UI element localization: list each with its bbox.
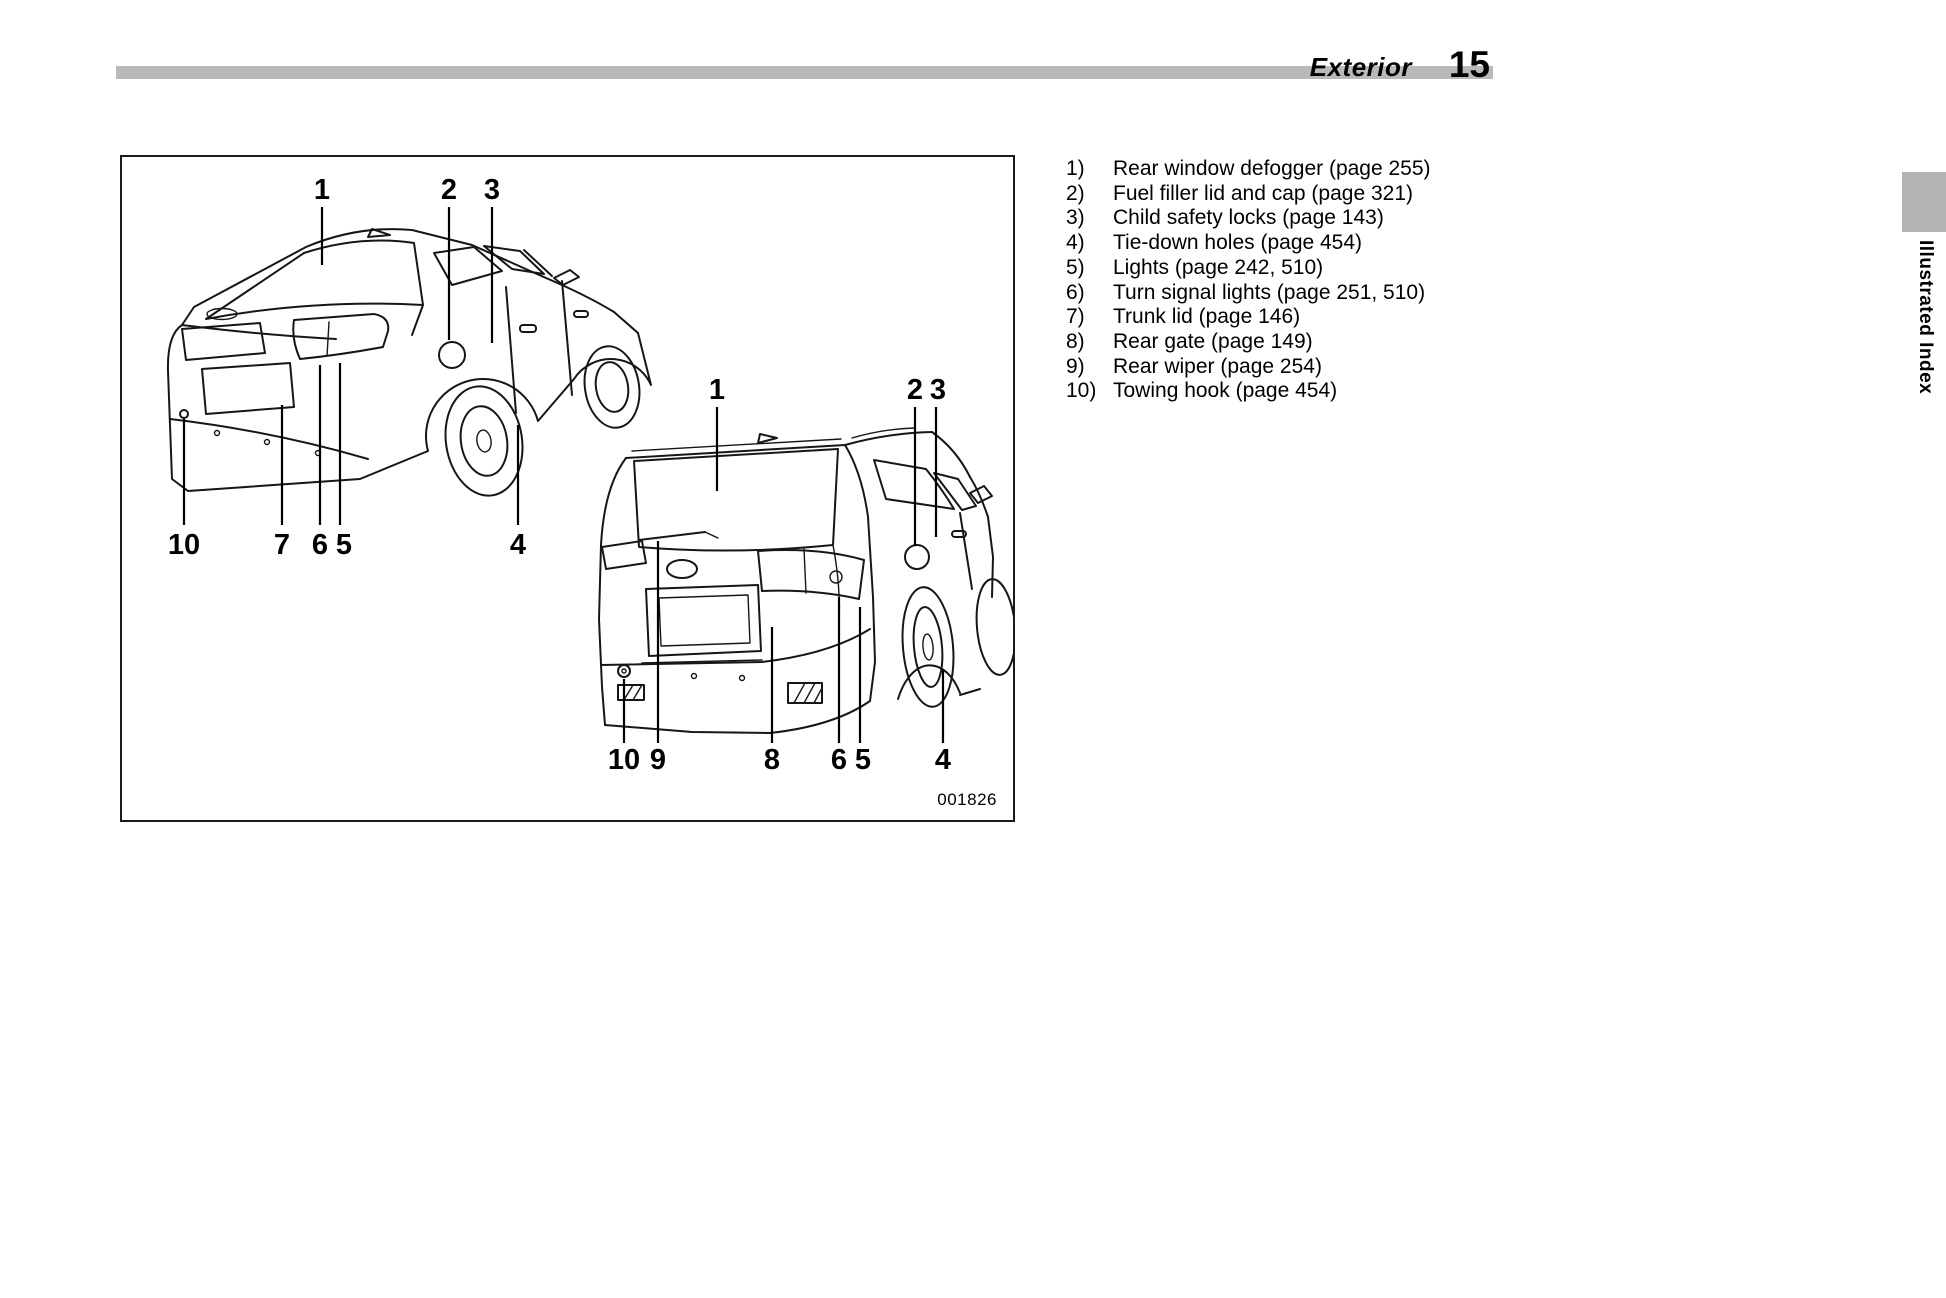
list-item: 4) Tie-down holes (page 454): [1066, 231, 1486, 256]
callout-number: 9: [650, 744, 666, 776]
item-text: Fuel filler lid and cap (page 321): [1113, 181, 1414, 205]
figure-code: 001826: [937, 790, 997, 809]
callout-number: 10: [608, 744, 640, 776]
item-text: Lights (page 242, 510): [1113, 255, 1324, 279]
list-item: 9) Rear wiper (page 254): [1066, 355, 1486, 380]
chapter-tab-label: Illustrated Index: [1915, 240, 1936, 395]
list-item: 8) Rear gate (page 149): [1066, 330, 1486, 355]
section-title: Exterior: [1309, 52, 1412, 82]
list-item: 5) Lights (page 242, 510): [1066, 256, 1486, 281]
callout-number: 4: [510, 529, 526, 561]
wagon-illustration: [598, 427, 1013, 734]
callout-number: 5: [855, 744, 871, 776]
item-text: Towing hook (page 454): [1113, 379, 1338, 403]
sedan-callouts: 1 2 3 10 7 6 5 4: [168, 174, 526, 561]
callout-number: 3: [930, 374, 946, 406]
list-item: 1) Rear window defogger (page 255): [1066, 157, 1486, 182]
item-number: 5): [1066, 255, 1085, 279]
callout-number: 5: [336, 529, 352, 561]
wagon-leader-lines: [622, 407, 945, 743]
page-number: 15: [1448, 44, 1490, 85]
vehicle-diagram: 1 2 3 10 7 6 5 4: [166, 174, 1013, 776]
item-number: 4): [1066, 231, 1085, 255]
callout-number: 10: [168, 529, 200, 561]
callout-number: 2: [441, 174, 457, 206]
list-item: 7) Trunk lid (page 146): [1066, 305, 1486, 330]
item-text: Tie-down holes (page 454): [1113, 231, 1363, 255]
item-text: Turn signal lights (page 251, 510): [1113, 280, 1426, 304]
callout-number: 1: [709, 374, 725, 406]
callout-number: 6: [312, 529, 328, 561]
callout-number: 2: [907, 374, 923, 406]
item-number: 2): [1066, 181, 1085, 205]
item-number: 1): [1066, 157, 1085, 180]
header-rule: [116, 66, 1493, 79]
list-item: 6) Turn signal lights (page 251, 510): [1066, 281, 1486, 306]
item-number: 7): [1066, 305, 1085, 329]
item-text: Rear window defogger (page 255): [1113, 157, 1431, 180]
wagon-callouts: 1 2 3 10 9 8 6 5 4: [608, 374, 951, 776]
parts-list: 1) Rear window defogger (page 255) 2) Fu…: [1066, 157, 1486, 404]
item-text: Trunk lid (page 146): [1113, 305, 1301, 329]
list-item: 10) Towing hook (page 454): [1066, 379, 1486, 404]
callout-number: 3: [484, 174, 500, 206]
figure-box: 1 2 3 10 7 6 5 4: [120, 155, 1015, 822]
sedan-leader-lines: [182, 207, 520, 525]
callout-number: 6: [831, 744, 847, 776]
item-text: Rear gate (page 149): [1113, 329, 1313, 353]
item-number: 10): [1066, 379, 1097, 403]
callout-number: 1: [314, 174, 330, 206]
item-number: 3): [1066, 206, 1085, 230]
callout-number: 7: [274, 529, 290, 561]
sedan-illustration: [166, 228, 652, 497]
callout-number: 4: [935, 744, 951, 776]
list-item: 2) Fuel filler lid and cap (page 321): [1066, 182, 1486, 207]
chapter-tab: [1902, 172, 1946, 232]
callout-number: 8: [764, 744, 780, 776]
item-text: Child safety locks (page 143): [1113, 206, 1384, 230]
list-item: 3) Child safety locks (page 143): [1066, 206, 1486, 231]
item-number: 8): [1066, 329, 1085, 353]
item-text: Rear wiper (page 254): [1113, 354, 1322, 378]
item-number: 6): [1066, 280, 1085, 304]
item-number: 9): [1066, 354, 1085, 378]
